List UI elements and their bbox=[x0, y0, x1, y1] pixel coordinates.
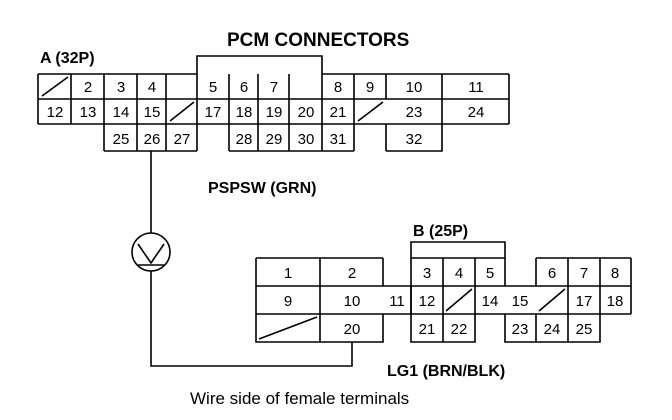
pin-a-label: 12 bbox=[47, 104, 64, 121]
pin-a-label: 31 bbox=[330, 131, 347, 148]
cavity-blank-a22 bbox=[357, 101, 384, 122]
pin-b-label: 10 bbox=[344, 293, 361, 310]
pin-a-label: 8 bbox=[334, 79, 342, 96]
pin-b-label: 22 bbox=[451, 321, 468, 338]
pin-b-label: 6 bbox=[548, 265, 556, 282]
test-lead-b20 bbox=[150, 271, 353, 367]
pin-b-label: 20 bbox=[344, 321, 361, 338]
pin-b-label: 24 bbox=[544, 321, 561, 338]
wire-a-label: PSPSW (GRN) bbox=[208, 180, 316, 197]
connector-b-label: B (25P) bbox=[413, 223, 468, 240]
pin-a-label: 3 bbox=[117, 79, 125, 96]
pin-b-label: 15 bbox=[512, 293, 529, 310]
connector-a-grid bbox=[37, 73, 510, 152]
connector-b-bracket bbox=[410, 241, 506, 258]
pin-a-label: 13 bbox=[80, 104, 97, 121]
pin-a-label: 29 bbox=[266, 131, 283, 148]
pin-b-label: 23 bbox=[512, 321, 529, 338]
pin-a-label: 4 bbox=[148, 79, 156, 96]
pin-b-label: 18 bbox=[607, 293, 624, 310]
pin-b-label: 9 bbox=[284, 293, 292, 310]
pin-b-label: 8 bbox=[611, 265, 619, 282]
pin-a-label: 27 bbox=[174, 131, 191, 148]
pin-a-label: 24 bbox=[468, 104, 485, 121]
cavity-blank-a1 bbox=[41, 76, 69, 97]
pin-a-label: 17 bbox=[205, 104, 222, 121]
pin-a-label: 2 bbox=[84, 79, 92, 96]
pin-a-label: 14 bbox=[113, 104, 130, 121]
pin-b-label: 17 bbox=[576, 293, 593, 310]
pin-b-label: 21 bbox=[419, 321, 436, 338]
pin-a-label: 28 bbox=[236, 131, 253, 148]
pin-a-label: 5 bbox=[209, 79, 217, 96]
connector-b-grid bbox=[255, 257, 632, 343]
connector-a-label: A (32P) bbox=[40, 50, 95, 67]
pin-b-label: 14 bbox=[482, 293, 499, 310]
pin-b-label: 3 bbox=[423, 265, 431, 282]
pin-b-label: 11 bbox=[389, 293, 405, 310]
pin-a-label: 26 bbox=[144, 131, 161, 148]
pin-a-label: 19 bbox=[266, 104, 283, 121]
pin-b-label: 2 bbox=[348, 265, 356, 282]
wire-b-label: LG1 (BRN/BLK) bbox=[387, 363, 505, 380]
pin-a-label: 15 bbox=[144, 104, 161, 121]
pin-b-label: 25 bbox=[576, 321, 593, 338]
connector-b-pins: 1 2 9 10 11 12 14 15 17 18 20 3 4 5 6 7 … bbox=[284, 265, 624, 338]
cavity-blank-b13 bbox=[445, 288, 473, 312]
connector-a-pins: 2 3 4 5 6 7 8 9 10 11 12 13 14 15 17 18 … bbox=[47, 79, 485, 148]
pin-b-label: 5 bbox=[486, 265, 494, 282]
pin-b-label: 7 bbox=[580, 265, 588, 282]
pcm-connectors-bracket bbox=[196, 55, 323, 74]
pin-a-label: 30 bbox=[298, 131, 315, 148]
pin-a-label: 9 bbox=[366, 79, 374, 96]
pin-a-label: 10 bbox=[406, 79, 423, 96]
pin-a-label: 18 bbox=[236, 104, 253, 121]
voltmeter-icon bbox=[131, 232, 171, 272]
cavity-blank-b16 bbox=[538, 288, 566, 312]
pin-b-label: 12 bbox=[419, 293, 436, 310]
pin-a-label: 7 bbox=[270, 79, 278, 96]
pin-a-label: 23 bbox=[406, 104, 423, 121]
pin-b-label: 4 bbox=[455, 265, 463, 282]
pin-a-label: 25 bbox=[113, 131, 130, 148]
pin-a-label: 6 bbox=[240, 79, 248, 96]
diagram-title: PCM CONNECTORS bbox=[227, 30, 409, 51]
caption: Wire side of female terminals bbox=[190, 389, 409, 408]
pin-a-label: 21 bbox=[330, 104, 347, 121]
pin-b-label: 1 bbox=[284, 265, 292, 282]
pin-a-label: 20 bbox=[298, 104, 315, 121]
cavity-blank-a16 bbox=[169, 101, 195, 122]
pin-a-label: 11 bbox=[468, 79, 484, 96]
pin-a-label: 32 bbox=[406, 131, 423, 148]
cavity-blank-b19 bbox=[258, 316, 318, 340]
